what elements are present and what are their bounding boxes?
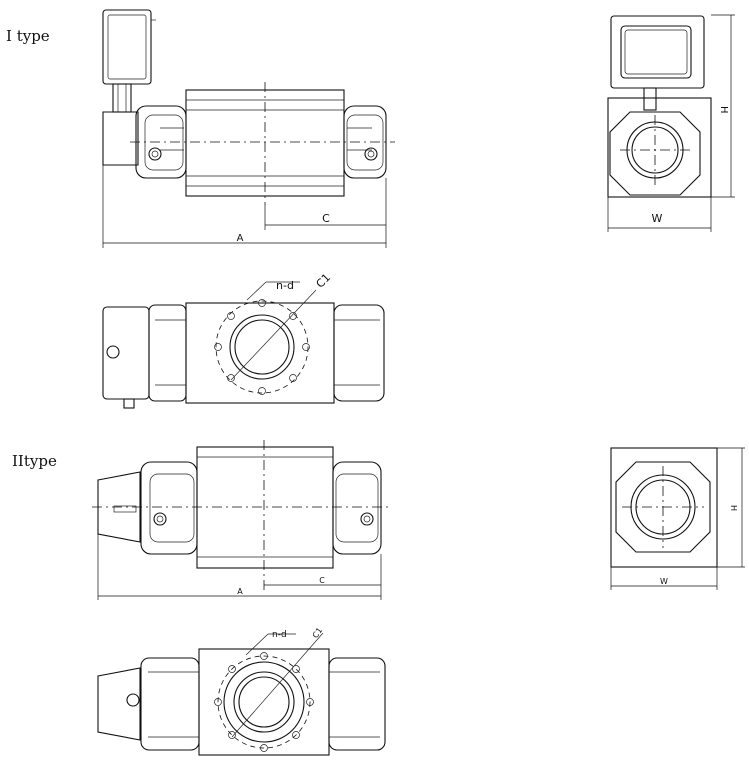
type-i-side-view: A C	[102, 9, 395, 248]
type-ii-end-view: H W	[610, 447, 745, 590]
dim-a-label: A	[237, 233, 244, 244]
dim-h-label: H	[718, 106, 729, 114]
type-ii-top-view: n-d C1	[97, 626, 386, 756]
type-ii-side-view: A C	[92, 440, 390, 600]
dim-h-label-ii: H	[729, 505, 738, 511]
nd-label-ii: n-d	[272, 630, 287, 640]
type-i-top-view: n-d C1	[102, 271, 385, 409]
c1-label-ii: C1	[311, 626, 325, 640]
dim-c-label-ii: C	[319, 576, 325, 585]
c1-label: C1	[314, 271, 334, 291]
dim-a-label-ii: A	[237, 587, 243, 596]
dim-c-label: C	[322, 212, 330, 225]
dim-w-label-ii: W	[660, 577, 668, 586]
type-ii-label: IItype	[12, 452, 57, 470]
type-i-end-view: H W	[607, 14, 735, 232]
nd-label: n-d	[276, 279, 294, 292]
type-i-label: I type	[6, 27, 50, 45]
dim-w-label: W	[652, 212, 663, 225]
